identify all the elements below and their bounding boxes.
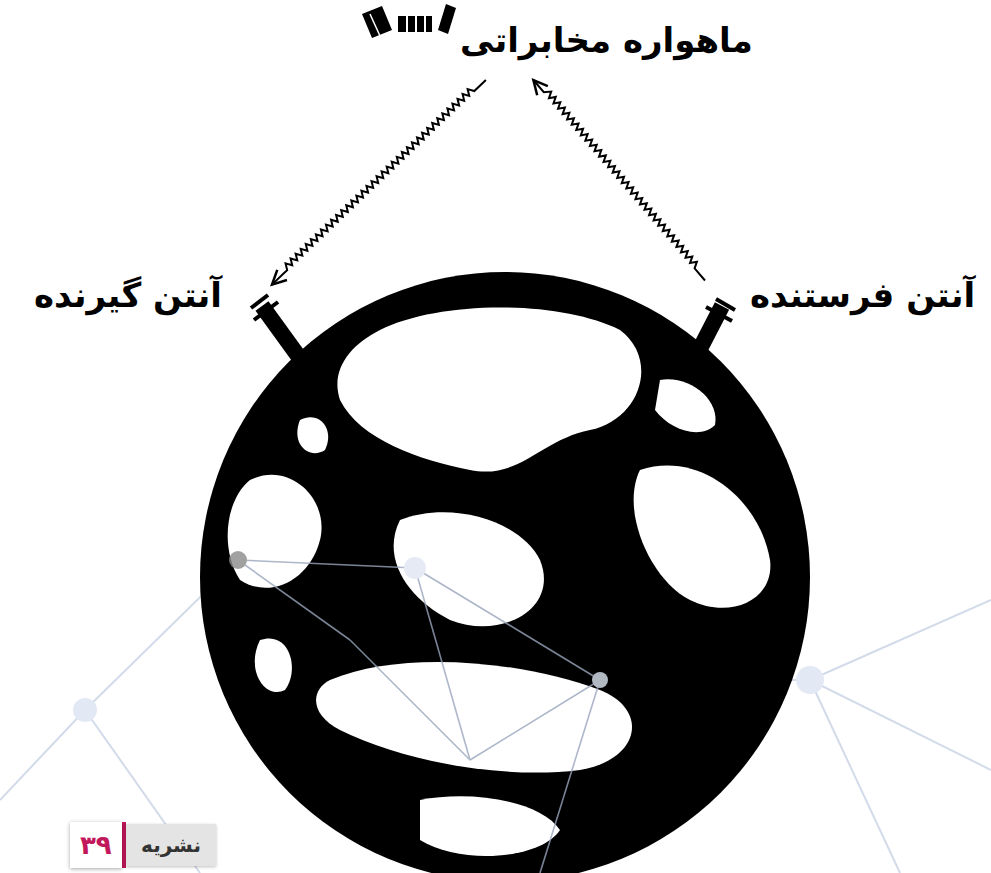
publication-name-box: نشریه bbox=[126, 824, 216, 866]
antenna-label: آنتن گیرنده bbox=[26, 250, 272, 340]
antenna-label: آنتن فرستنده bbox=[705, 250, 983, 340]
node-label: ماهواره مخابراتی bbox=[460, 20, 753, 61]
satellite-icon bbox=[362, 4, 456, 38]
arrow-head bbox=[272, 270, 287, 285]
earth-globe bbox=[200, 272, 810, 873]
page-number-box: ۳۹ bbox=[70, 822, 122, 868]
node-label: آنتن گیرنده bbox=[34, 275, 222, 316]
node-label: آنتن فرستنده bbox=[750, 275, 975, 316]
zigzag-signal bbox=[533, 80, 705, 280]
page-number: ۳۹ bbox=[80, 830, 112, 860]
satellite-label: ماهواره مخابراتی bbox=[355, 0, 763, 80]
signal-connector bbox=[533, 80, 705, 280]
zigzag-signal bbox=[272, 80, 486, 285]
receiving-antenna bbox=[251, 295, 312, 375]
signal-connector bbox=[272, 80, 486, 285]
arrow-head bbox=[533, 80, 547, 95]
publication-name: نشریه bbox=[141, 833, 201, 857]
sending-antenna bbox=[688, 299, 735, 372]
globe-network-overlay bbox=[229, 551, 608, 873]
